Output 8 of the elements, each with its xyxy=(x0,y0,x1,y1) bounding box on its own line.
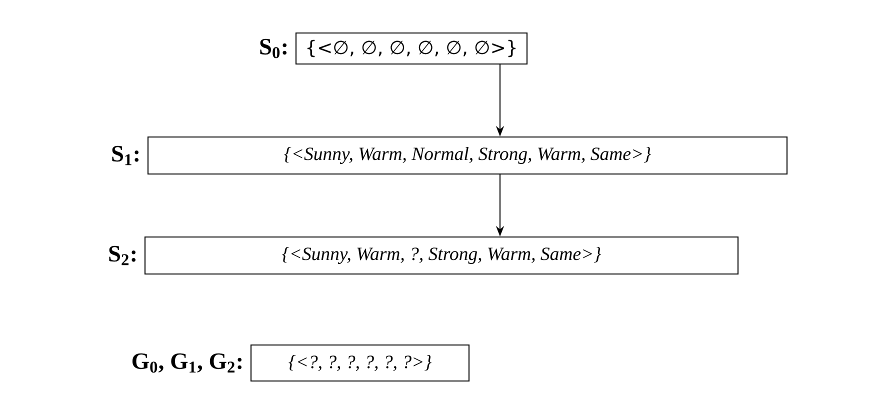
set-label: S$_{0}$: xyxy=(260,38,286,58)
state-box: {<Sunny, Warm, Normal, Strong, Warm, Same>} xyxy=(147,136,788,175)
set-label: S$_{1}$: xyxy=(112,146,138,166)
state-box: {<Sunny, Warm, ?, Strong, Warm, Same>} xyxy=(144,236,739,275)
state-box: {<∅, ∅, ∅, ∅, ∅, ∅>} xyxy=(295,32,528,65)
state-box: {<?, ?, ?, ?, ?, ?>} xyxy=(250,344,470,382)
set-label: S$_{2}$: xyxy=(109,246,136,266)
set-label: G$_{0}$, G$_{1}$, G$_{2}$: xyxy=(132,353,242,373)
